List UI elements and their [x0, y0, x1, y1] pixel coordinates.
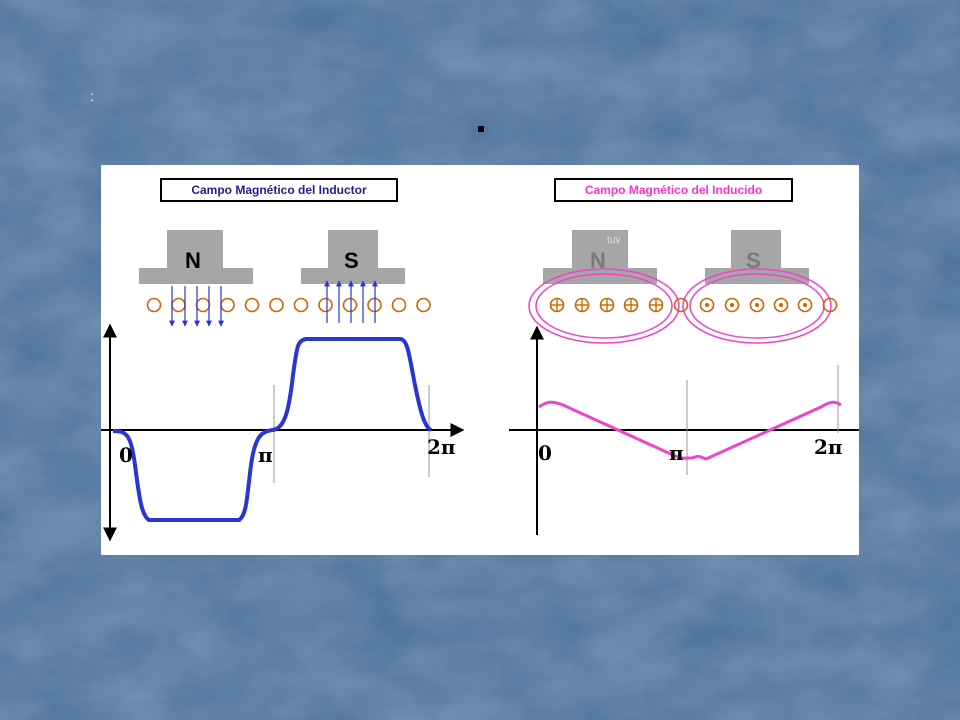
conductor-ring [416, 297, 431, 313]
inductor-two-pi-label: 2π [427, 435, 456, 459]
conductor-ring [195, 297, 211, 313]
inductor-field-curve [112, 337, 433, 522]
conductor-ring [673, 297, 689, 313]
slide-colon-mark: : [90, 88, 94, 104]
inductor-north-pole [139, 230, 253, 284]
conductor-ring [244, 297, 260, 313]
conductor-dot [797, 297, 813, 313]
conductor-ring [293, 297, 309, 313]
conductor-ring [342, 297, 358, 313]
conductor-ring [269, 297, 284, 313]
conductor-cross [574, 297, 590, 313]
inducido-title: Campo Magnético del Inducido [554, 178, 793, 202]
conductor-dot [724, 297, 740, 313]
conductor-dot [749, 297, 765, 313]
inducido-two-pi-label: 2π [814, 435, 843, 459]
conductor-dot [699, 297, 715, 313]
inductor-flux-arrows [169, 280, 378, 327]
inductor-pi-label: π [258, 443, 273, 467]
inducido-left-field-loop [528, 268, 680, 344]
inducido-origin-label: 0 [538, 441, 552, 465]
inducido-watermark: tuv [607, 235, 621, 246]
inductor-south-label: S [344, 248, 359, 273]
conductor-cross [648, 297, 664, 313]
conductor-ring [171, 297, 186, 313]
conductor-cross [599, 297, 615, 313]
inductor-south-pole [301, 230, 405, 284]
inducido-pi-label: π [669, 441, 684, 465]
inducido-field-curve [538, 400, 842, 461]
inductor-north-label: N [185, 248, 201, 273]
conductor-ring [822, 297, 838, 313]
conductor-ring [146, 297, 162, 313]
diagram-panel: Campo Magnético del Inductor Campo Magné… [101, 165, 859, 555]
conductor-cross [623, 297, 639, 313]
conductor-ring [391, 297, 407, 313]
inducido-conductor-row [549, 297, 838, 313]
inducido-north-label: N [590, 248, 606, 273]
inductor-conductor-row [146, 297, 431, 313]
conductor-cross [549, 297, 565, 313]
slide-bullet-dot [478, 126, 484, 132]
field-diagram [101, 230, 859, 542]
inducido-south-label: S [746, 248, 761, 273]
conductor-ring [318, 297, 333, 313]
inductor-title: Campo Magnético del Inductor [160, 178, 398, 202]
inductor-origin-label: 0 [119, 443, 133, 467]
conductor-dot [773, 297, 789, 313]
conductor-ring [220, 297, 235, 313]
